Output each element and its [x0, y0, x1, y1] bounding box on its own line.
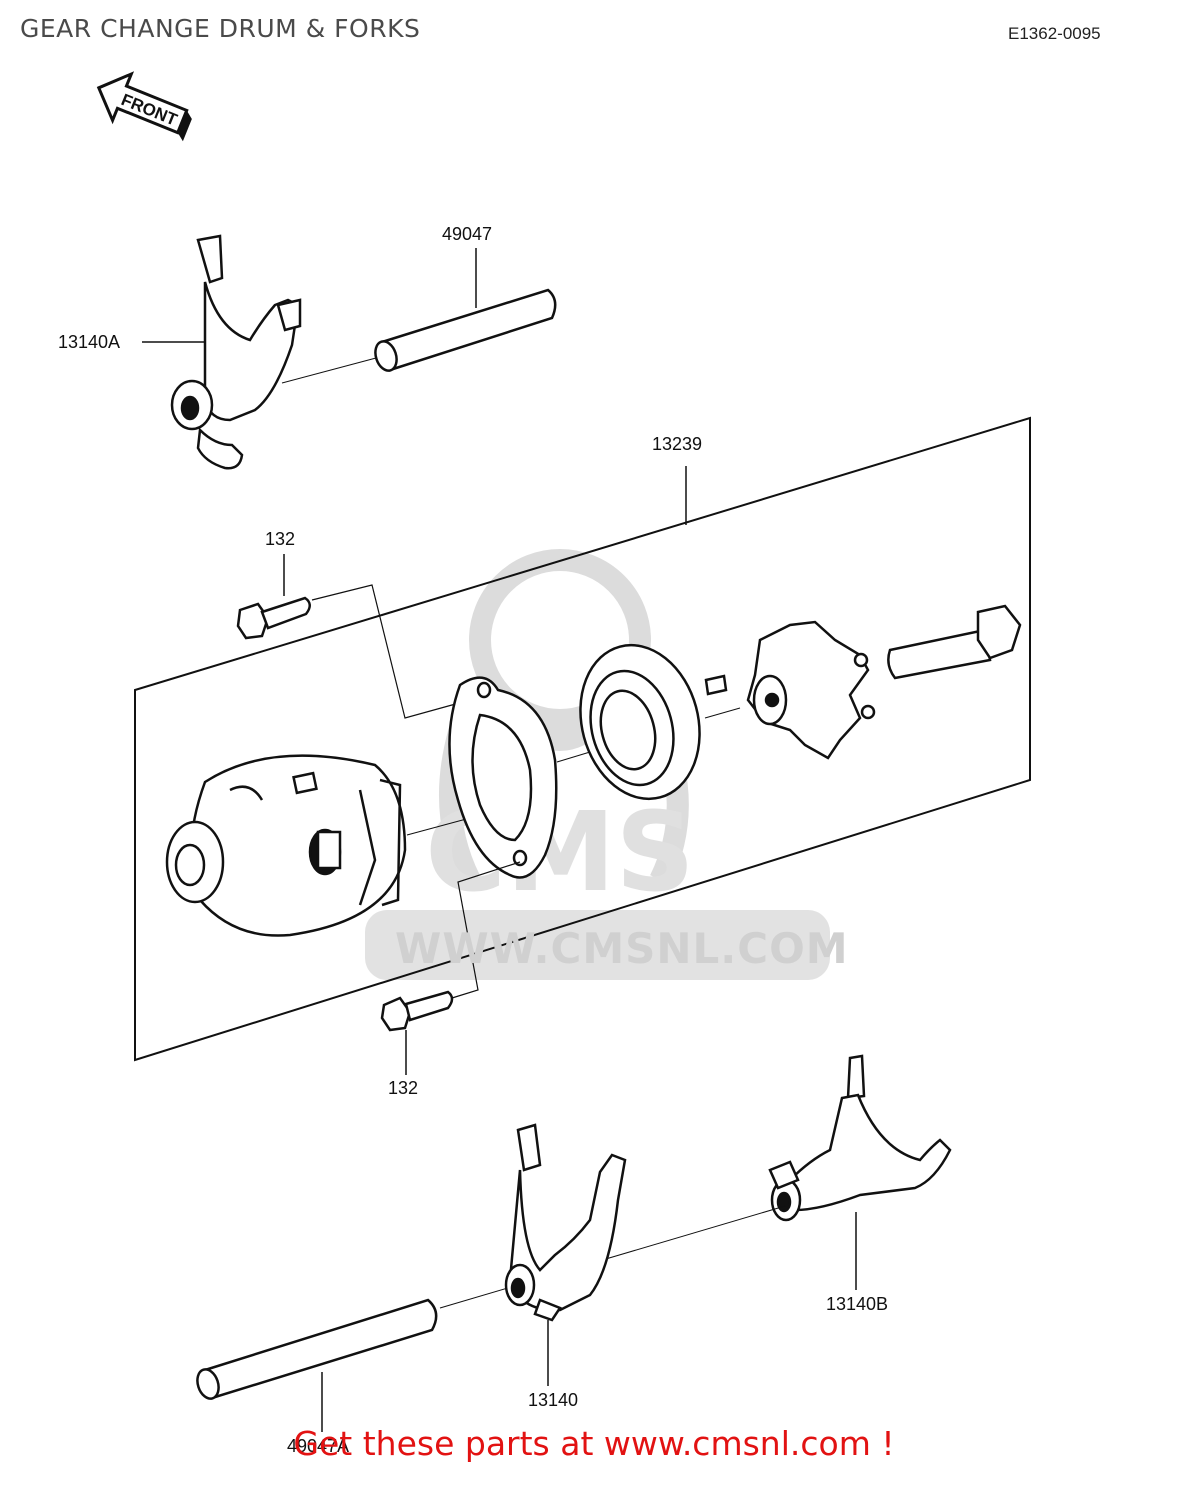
- page-title: GEAR CHANGE DRUM & FORKS: [20, 14, 421, 43]
- leader-bearing-axis: [556, 751, 591, 763]
- drum-assembly-frame: [134, 416, 1031, 1062]
- shift-drum: [165, 754, 407, 937]
- drum-pin: [704, 674, 728, 696]
- shift-rod-upper: [374, 288, 557, 372]
- bearing: [579, 643, 701, 801]
- shift-rod-lower: [196, 1298, 438, 1400]
- leader-rod-axis-upper: [281, 357, 377, 384]
- part-label-49047: 49047: [442, 224, 493, 244]
- part-label-13140: 13140: [528, 1390, 579, 1410]
- front-direction-sign: FRONT: [96, 71, 192, 142]
- fork-lower-right: [768, 1054, 952, 1222]
- part-label-13140B: 13140B: [826, 1294, 889, 1314]
- part-label-13140A: 13140A: [58, 332, 121, 352]
- bolt-lower: [380, 990, 454, 1032]
- cam-bolt: [887, 604, 1022, 680]
- part-label-13239: 13239: [652, 434, 703, 454]
- star-cam: [746, 620, 876, 760]
- footer-link-text[interactable]: Get these parts at www.cmsnl.com !: [293, 1424, 895, 1463]
- part-label-49047A: 49047A: [287, 1436, 350, 1456]
- fork-lower-middle: [504, 1123, 627, 1322]
- diagram-code: E1362-0095: [1008, 24, 1101, 43]
- holder-plate: [448, 676, 558, 879]
- watermark-cms-block: CMS: [365, 788, 830, 980]
- bolt-upper: [236, 596, 311, 640]
- leader-rod-axis-lower: [439, 1205, 786, 1309]
- fork-upper: [170, 234, 302, 470]
- leader-drum-axis: [406, 817, 471, 836]
- watermark-url: WWW.CMSNL.COM: [395, 924, 849, 973]
- part-label-132-upper: 132: [265, 529, 296, 549]
- leader-bolt-upper-path: [311, 584, 471, 719]
- leader-bolt-lower-path: [451, 861, 521, 999]
- leader-pin-axis: [704, 707, 741, 719]
- part-label-132-lower: 132: [388, 1078, 419, 1098]
